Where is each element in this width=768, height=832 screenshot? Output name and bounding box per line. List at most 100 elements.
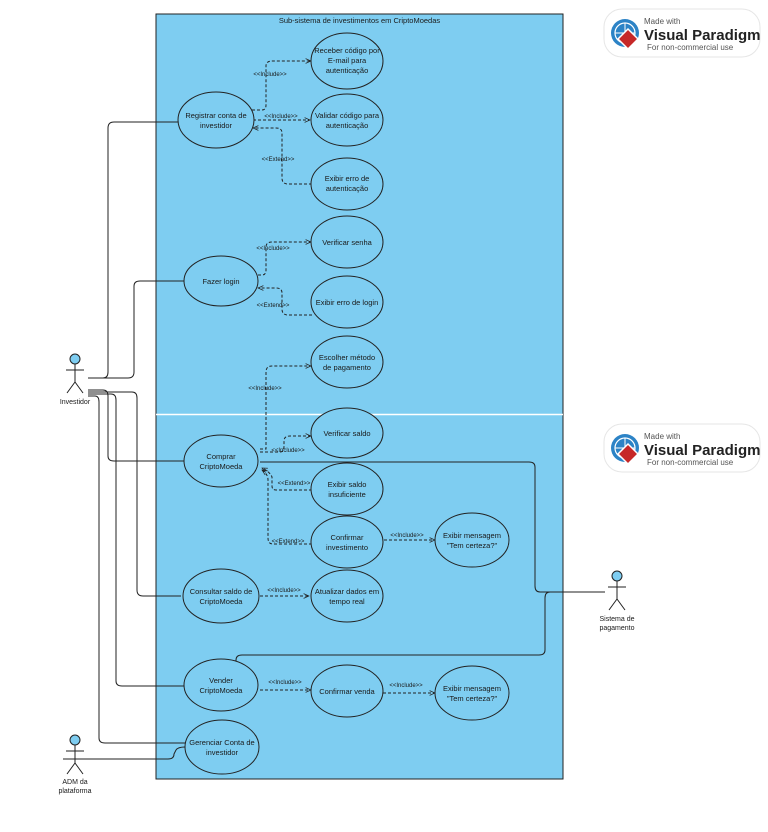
dependencies	[252, 61, 435, 693]
usecase-validar-codigo[interactable]: Validar código para autenticação	[310, 93, 384, 147]
actor-label-pagamento-1: Sistema de	[599, 616, 634, 623]
stereotype-labels: <<Include>> <<Include>> <<Extend>> <<Inc…	[248, 72, 424, 689]
actor-head	[611, 570, 623, 582]
usecase-verificar-senha[interactable]: Verificar senha	[310, 215, 384, 269]
svg-text:For non-commercial use: For non-commercial use	[647, 43, 734, 52]
label-extend-insuf: <<Extend>>	[278, 481, 311, 487]
usecase-vender-criptomoeda[interactable]: Vender CriptoMoeda	[183, 658, 259, 712]
svg-text:"Tem certeza?": "Tem certeza?"	[447, 694, 498, 703]
usecase-exibir-mensagem-2[interactable]: Exibir mensagem "Tem certeza?"	[434, 665, 510, 721]
usecase-confirmar-investimento[interactable]: Confirmar investimento	[310, 515, 384, 569]
svg-text:Made with: Made with	[644, 432, 680, 441]
svg-text:autenticação: autenticação	[326, 184, 369, 193]
assoc-adm-gerenciar	[63, 746, 186, 760]
svg-text:Comprar: Comprar	[206, 452, 236, 461]
usecase-verificar-saldo[interactable]: Verificar saldo	[310, 407, 384, 459]
assoc-investidor-gerenciar	[88, 395, 185, 744]
label-include-msg1: <<Include>>	[390, 533, 424, 539]
visual-paradigm-logo-icon	[611, 19, 640, 51]
svg-text:CriptoMoeda: CriptoMoeda	[200, 462, 244, 471]
svg-text:autenticação: autenticação	[326, 121, 369, 130]
actor-head	[69, 353, 81, 365]
svg-text:Made with: Made with	[644, 17, 680, 26]
watermark-top: Made with Visual Paradigm For non-commer…	[603, 8, 761, 58]
actor-head	[69, 734, 81, 746]
dep-comprar-verificar	[260, 436, 311, 453]
svg-text:Visual Paradigm: Visual Paradigm	[644, 27, 760, 44]
dep-insuf-comprar	[262, 467, 312, 491]
usecase-fazer-login[interactable]: Fazer login	[183, 255, 259, 307]
svg-text:CriptoMoeda: CriptoMoeda	[200, 597, 244, 606]
svg-text:Exibir erro de: Exibir erro de	[325, 174, 370, 183]
assoc-pagamento-comprar	[260, 461, 605, 593]
usecase-exibir-saldo-insuficiente[interactable]: Exibir saldo insuficiente	[310, 462, 384, 516]
svg-text:Exibir mensagem: Exibir mensagem	[443, 684, 501, 693]
svg-text:investimento: investimento	[326, 543, 368, 552]
svg-text:Fazer login: Fazer login	[202, 277, 239, 286]
label-include-validar: <<Include>>	[264, 114, 298, 120]
usecase-consultar-saldo[interactable]: Consultar saldo de CriptoMoeda	[182, 568, 260, 624]
usecase-receber-codigo[interactable]: Receber código por E-mail para autentica…	[310, 32, 384, 90]
dep-registrar-receber	[252, 61, 311, 111]
label-include-verificar-senha: <<Include>>	[256, 246, 290, 252]
svg-text:Registrar conta de: Registrar conta de	[185, 111, 246, 120]
assoc-investidor-consultar	[88, 391, 181, 597]
svg-text:E-mail para: E-mail para	[328, 56, 367, 65]
svg-text:investidor: investidor	[206, 748, 239, 757]
dep-login-verificar	[258, 242, 311, 276]
actor-label-pagamento-2: pagamento	[599, 625, 634, 632]
svg-text:tempo real: tempo real	[329, 597, 365, 606]
svg-text:"Tem certeza?": "Tem certeza?"	[447, 541, 498, 550]
svg-text:Escolher método: Escolher método	[319, 353, 375, 362]
usecase-exibir-erro-login[interactable]: Exibir erro de login	[310, 275, 384, 329]
actor-investidor[interactable]: Investidor	[60, 353, 91, 406]
label-include-verificar-saldo: <<Include>>	[271, 448, 305, 454]
label-include-receber: <<Include>>	[253, 72, 287, 78]
svg-text:insuficiente: insuficiente	[328, 490, 366, 499]
system-title: Sub-sistema de investimentos em CriptoMo…	[279, 16, 441, 25]
svg-text:Confirmar: Confirmar	[331, 533, 364, 542]
usecase-gerenciar-conta[interactable]: Gerenciar Conta de investidor	[184, 719, 260, 775]
svg-text:For non-commercial use: For non-commercial use	[647, 458, 734, 467]
dep-erro-registrar	[253, 128, 312, 185]
assoc-investidor-comprar	[88, 389, 187, 462]
actor-label-adm-1: ADM da	[62, 779, 87, 786]
label-include-escolher: <<Include>>	[248, 386, 282, 392]
label-extend-erro-aut: <<Extend>>	[262, 157, 295, 163]
svg-text:Verificar senha: Verificar senha	[322, 238, 372, 247]
svg-text:Vender: Vender	[209, 676, 233, 685]
assoc-investidor-vender	[88, 393, 184, 687]
label-include-msg2: <<Include>>	[389, 683, 423, 689]
watermark-middle: Made with Visual Paradigm For non-commer…	[603, 423, 761, 473]
actor-adm[interactable]: ADM da plataforma	[58, 734, 92, 795]
assoc-pagamento-vender	[235, 591, 605, 665]
svg-text:Exibir erro de login: Exibir erro de login	[316, 298, 379, 307]
svg-text:Visual Paradigm: Visual Paradigm	[644, 442, 760, 459]
usecase-exibir-erro-autenticacao[interactable]: Exibir erro de autenticação	[310, 157, 384, 211]
label-extend-erro-login: <<Extend>>	[257, 303, 290, 309]
usecase-escolher-metodo[interactable]: Escolher método de pagamento	[310, 335, 384, 389]
usecase-comprar-criptomoeda[interactable]: Comprar CriptoMoeda	[183, 434, 259, 488]
assoc-investidor-login	[88, 280, 188, 379]
svg-text:Consultar saldo de: Consultar saldo de	[190, 587, 253, 596]
label-include-confirmar-venda: <<Include>>	[268, 680, 302, 686]
svg-text:Confirmar venda: Confirmar venda	[319, 687, 375, 696]
label-extend-confirmar: <<Extend>>	[272, 539, 305, 545]
svg-text:CriptoMoeda: CriptoMoeda	[200, 686, 244, 695]
actor-sistema-pagamento[interactable]: Sistema de pagamento	[599, 570, 635, 632]
svg-text:de pagamento: de pagamento	[323, 363, 371, 372]
actor-label-adm-2: plataforma	[58, 788, 91, 795]
dep-confirmar-comprar	[262, 470, 312, 545]
usecase-atualizar-dados[interactable]: Atualizar dados em tempo real	[310, 569, 384, 623]
svg-text:Exibir saldo: Exibir saldo	[328, 480, 367, 489]
usecase-registrar-conta[interactable]: Registrar conta de investidor	[177, 91, 255, 149]
svg-text:investidor: investidor	[200, 121, 233, 130]
usecase-exibir-mensagem-1[interactable]: Exibir mensagem "Tem certeza?"	[434, 512, 510, 568]
svg-text:Exibir mensagem: Exibir mensagem	[443, 531, 501, 540]
svg-text:Validar código para: Validar código para	[315, 111, 380, 120]
visual-paradigm-logo-icon	[611, 434, 640, 466]
dep-comprar-escolher	[260, 366, 311, 450]
svg-text:Gerenciar Conta de: Gerenciar Conta de	[189, 738, 254, 747]
usecase-confirmar-venda[interactable]: Confirmar venda	[310, 664, 384, 718]
